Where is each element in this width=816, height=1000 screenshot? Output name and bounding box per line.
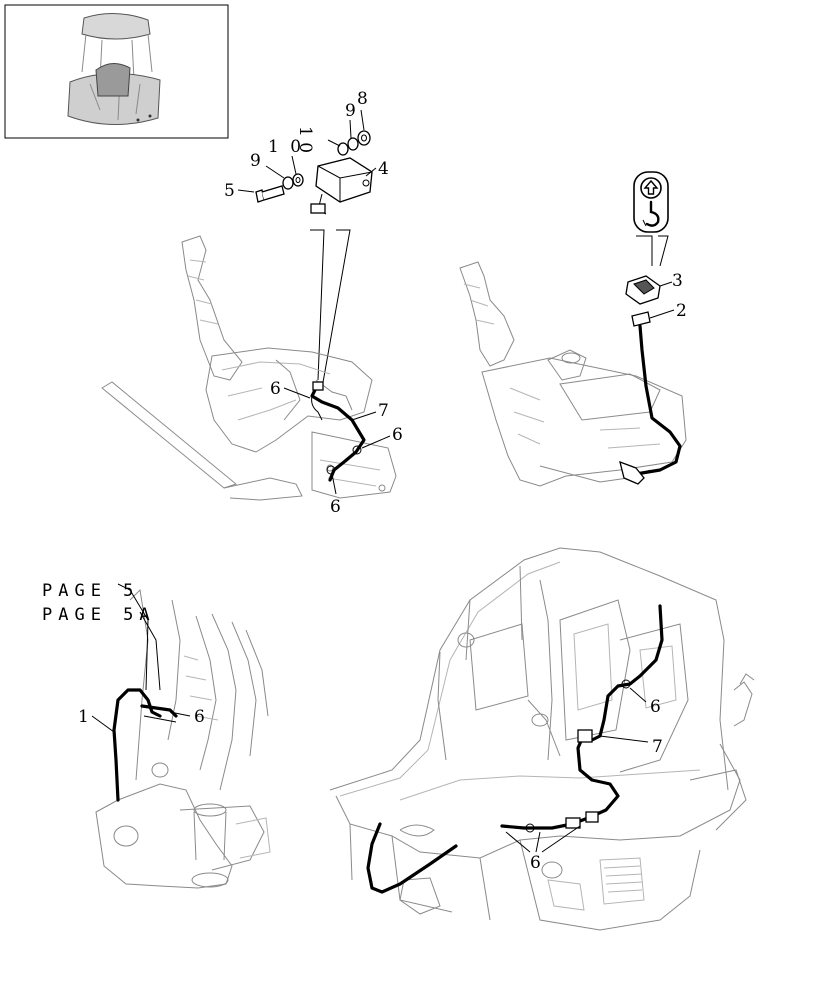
- hook-up-arrow-icon: [633, 171, 669, 233]
- callout-1: 1: [78, 707, 89, 727]
- left-control-console: [101, 235, 397, 501]
- page-ref-5a: PAGE 5A: [42, 605, 156, 625]
- callout-7-console: 7: [378, 401, 389, 421]
- callout-6-console-b: 6: [392, 425, 403, 445]
- callout-4: 4: [378, 159, 389, 179]
- callout-6-console-c: 6: [330, 497, 341, 517]
- callout-10-upper: 1 0: [295, 126, 315, 153]
- callout-7-frame: 7: [652, 737, 663, 757]
- callout-6-frame-b: 6: [530, 853, 541, 873]
- swing-bracket-detail: [91, 583, 271, 889]
- upper-frame-assembly: [329, 547, 755, 931]
- callout-9-lower: 9: [250, 151, 261, 171]
- callout-8: 8: [357, 89, 368, 109]
- callout-6-swing: 6: [194, 707, 205, 727]
- callout-10-lower: 1 0: [268, 137, 304, 157]
- right-control-console: [459, 171, 687, 487]
- callout-6-frame-a: 6: [650, 697, 661, 717]
- callout-2: 2: [676, 301, 687, 321]
- page-ref-5: PAGE 5: [42, 581, 139, 601]
- callout-5: 5: [224, 181, 235, 201]
- callout-3: 3: [672, 271, 683, 291]
- callout-9-upper: 9: [345, 101, 356, 121]
- callout-6-console-a: 6: [270, 379, 281, 399]
- relay-assembly-parts: [237, 109, 377, 389]
- cab-inset-thumbnail: [4, 4, 229, 139]
